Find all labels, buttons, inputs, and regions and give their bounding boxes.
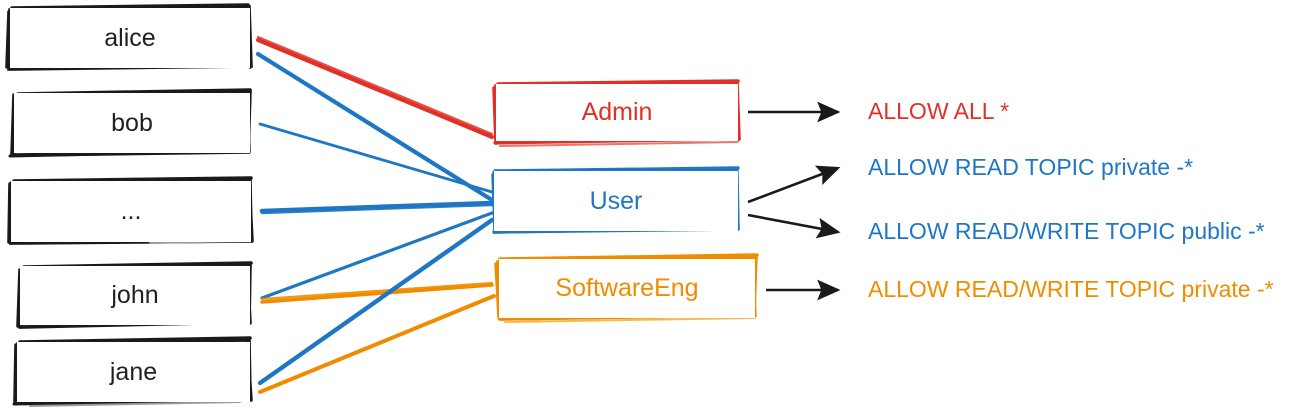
- permission-read-private[interactable]: ALLOW READ TOPIC private -*: [868, 154, 1194, 180]
- role-node-user[interactable]: User: [494, 171, 738, 231]
- link-john-softwareeng: [260, 281, 494, 304]
- user-node-alice[interactable]: alice: [10, 8, 250, 68]
- arrow-user-to-perm-read-private: [747, 165, 841, 204]
- link-john-user: [260, 211, 494, 300]
- user-node-ellipsis[interactable]: ...: [11, 181, 251, 242]
- permission-readwrite-private[interactable]: ALLOW READ/WRITE TOPIC private -*: [868, 276, 1274, 302]
- user-node-label: john: [111, 281, 159, 309]
- link-jane-user: [257, 217, 495, 386]
- link-jane-softwareeng: [258, 294, 496, 394]
- role-node-label: SoftwareEng: [555, 274, 699, 302]
- role-node-label: User: [589, 186, 643, 215]
- user-node-label: alice: [104, 23, 156, 52]
- user-node-jane[interactable]: jane: [17, 342, 250, 402]
- permission-readwrite-public[interactable]: ALLOW READ/WRITE TOPIC public -*: [868, 218, 1265, 244]
- link-alice-user: [255, 51, 495, 203]
- user-node-label: jane: [109, 357, 158, 386]
- link-alice-admin: [256, 35, 494, 139]
- role-node-admin[interactable]: Admin: [496, 84, 738, 141]
- user-node-john[interactable]: john: [20, 266, 250, 325]
- link-ellipsis-user: [259, 200, 495, 215]
- permission-allow-all[interactable]: ALLOW ALL *: [868, 98, 1010, 124]
- link-bob-user: [258, 122, 494, 194]
- user-node-label: ...: [120, 197, 142, 225]
- user-node-label: bob: [111, 108, 153, 137]
- role-node-label: Admin: [581, 98, 653, 126]
- user-node-bob[interactable]: bob: [14, 93, 250, 153]
- role-node-softwareeng[interactable]: SoftwareEng: [499, 259, 755, 318]
- arrow-user-to-perm-readwrite-public: [747, 213, 841, 239]
